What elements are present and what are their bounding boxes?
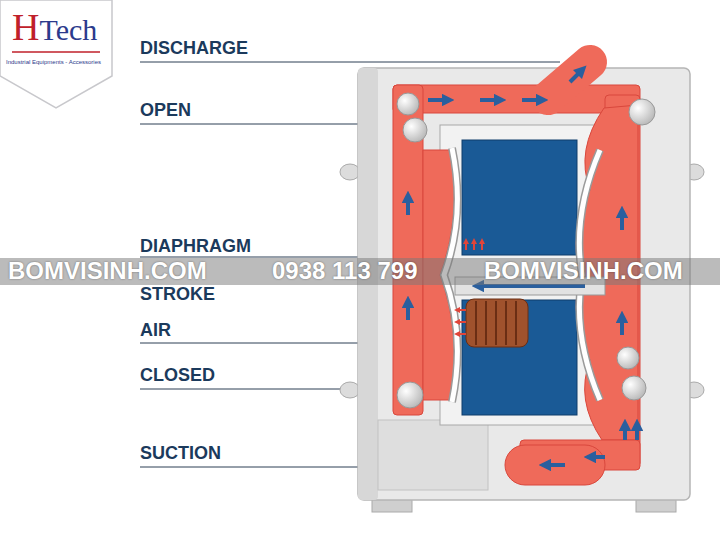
logo-rule <box>12 51 100 53</box>
air-chamber <box>462 300 577 415</box>
watermark: BOMVISINH.COM <box>484 257 683 285</box>
logo-badge <box>0 0 112 108</box>
watermark-band <box>0 258 720 285</box>
part-label: AIR <box>140 318 171 342</box>
air-arrows <box>457 241 482 334</box>
check-ball <box>397 93 655 408</box>
part-label: CLOSED <box>140 363 215 387</box>
part-label: OPEN <box>140 98 191 122</box>
logo-text: HTech <box>12 8 97 49</box>
logo-tagline: Industrial Equipments - Accessories <box>6 58 101 66</box>
part-label: DISCHARGE <box>140 36 248 60</box>
air-valve <box>466 299 528 347</box>
watermark: BOMVISINH.COM <box>8 257 207 285</box>
watermark: 0938 113 799 <box>272 257 418 285</box>
part-label: SUCTION <box>140 441 221 465</box>
pump-housing <box>340 68 704 512</box>
air-chamber <box>462 140 577 255</box>
